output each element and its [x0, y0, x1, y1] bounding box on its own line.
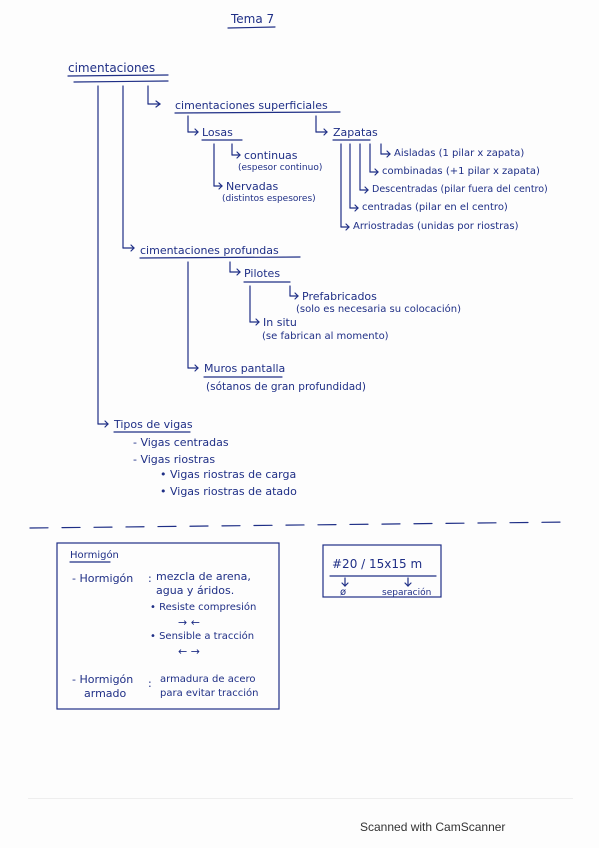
pilotes-in-situ-note: (se fabrican al momento) [262, 331, 389, 342]
pilotes-in-situ: In situ [263, 316, 297, 329]
camscanner-footer: Scanned with CamScanner [360, 820, 506, 834]
box1-hormigon-label: - Hormigón [72, 572, 134, 585]
pilotes-label: Pilotes [244, 267, 281, 280]
box2-phi: ø [340, 587, 347, 598]
box1-compresion: • Resiste compresión [150, 602, 257, 613]
zapata-item: centradas (pilar en el centro) [362, 202, 508, 213]
page-title: Tema 7 [231, 12, 275, 26]
root-label: cimentaciones [68, 61, 156, 75]
losas-continuas-note: (espesor continuo) [238, 163, 323, 173]
box1-hormigon-def: agua y áridos. [156, 584, 235, 597]
box2-separacion: separación [382, 588, 432, 598]
box1-armado-def: para evitar tracción [160, 688, 259, 699]
profundas-label: cimentaciones profundas [140, 244, 279, 257]
zapatas-label: Zapatas [333, 126, 378, 139]
muros-note: (sótanos de gran profundidad) [206, 381, 366, 393]
vigas-label: Tipos de vigas [114, 418, 193, 431]
vigas-item: - Vigas centradas [133, 436, 229, 449]
pilotes-prefabricados: Prefabricados [302, 290, 377, 303]
box1-traccion: • Sensible a tracción [150, 631, 255, 642]
box1-armado-label: - Hormigón [72, 673, 134, 686]
box2-formula: #20 / 15x15 m [332, 557, 423, 571]
vigas-item: - Vigas riostras [133, 453, 216, 466]
box1-colon: : [148, 677, 152, 690]
losas-continuas: continuas [244, 149, 298, 162]
footer-divider [28, 798, 573, 799]
box1-hormigon-def: mezcla de arena, [156, 570, 251, 583]
zapata-item: Arriostradas (unidas por riostras) [353, 221, 519, 232]
losas-label: Losas [202, 126, 233, 139]
box1-title: Hormigón [70, 550, 119, 561]
vigas-subitem: • Vigas riostras de carga [160, 468, 297, 481]
losas-nervadas: Nervadas [226, 180, 279, 193]
vigas-subitem: • Vigas riostras de atado [160, 485, 297, 498]
zapata-item: Aisladas (1 pilar x zapata) [394, 148, 525, 159]
losas-nervadas-note: (distintos espesores) [222, 194, 316, 204]
zapata-item: Descentradas (pilar fuera del centro) [372, 184, 548, 195]
superficiales-label: cimentaciones superficiales [175, 99, 328, 112]
pilotes-prefabricados-note: (solo es necesaria su colocación) [296, 304, 462, 315]
box1-armado-def: armadura de acero [160, 674, 256, 685]
muros-label: Muros pantalla [204, 362, 286, 375]
box1-armado-label: armado [84, 687, 127, 700]
zapata-item: combinadas (+1 pilar x zapata) [382, 166, 540, 177]
box1-compresion-arrows: → ← [178, 616, 200, 629]
box1-colon: : [148, 572, 152, 585]
box1-traccion-arrows: ← → [178, 645, 200, 658]
